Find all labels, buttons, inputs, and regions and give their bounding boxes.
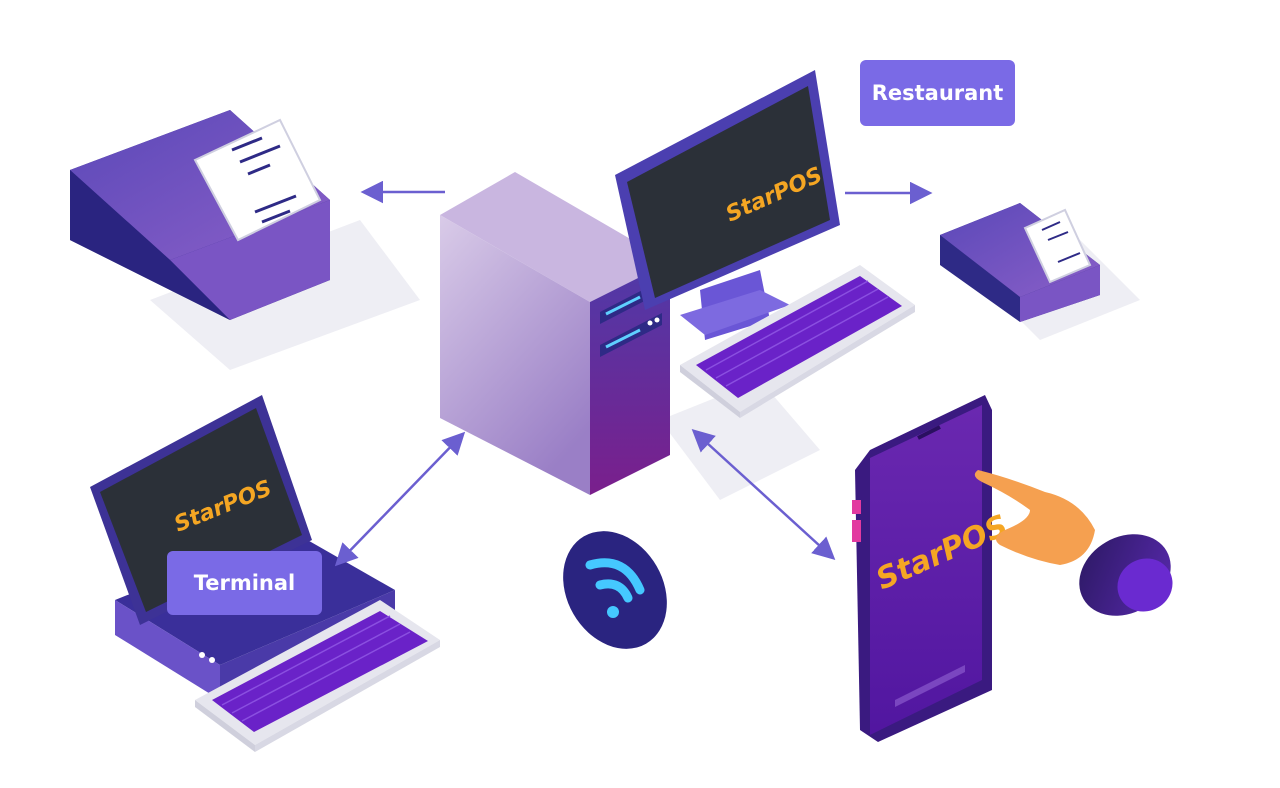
hand-icon — [974, 470, 1173, 616]
server-icon — [440, 172, 670, 495]
connection-arrows — [334, 180, 933, 567]
printer-small-icon — [940, 203, 1100, 322]
arrow-icon — [334, 431, 466, 567]
printer-icon — [70, 110, 330, 320]
arrow-icon — [691, 428, 836, 561]
phone-icon: StarPOS — [852, 395, 1013, 742]
monitor-icon: StarPOS — [615, 70, 840, 340]
terminal-label: Terminal — [167, 551, 322, 615]
wifi-icon — [563, 531, 667, 649]
restaurant-label: Restaurant — [860, 60, 1015, 126]
keyboard-bottom-icon — [195, 600, 440, 752]
keyboard-icon — [680, 265, 915, 418]
